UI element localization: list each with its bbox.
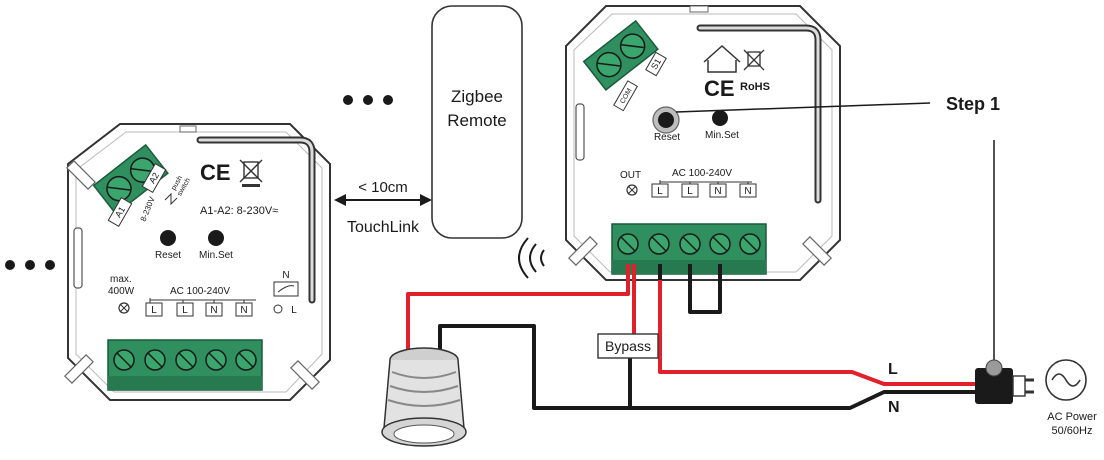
- line-l-label: L: [888, 361, 898, 378]
- wireless-signal-icon: [518, 237, 545, 279]
- left-terminal-a1-label: A1: [113, 205, 127, 220]
- left-reset-button[interactable]: [160, 230, 176, 246]
- downlight-lamp-icon: [381, 347, 467, 447]
- right-dimmer-module: S1 COM CE RoHS Reset Min.Set OUT A: [565, 5, 841, 281]
- line-n-label: N: [888, 399, 900, 416]
- left-top-terminal-block: [92, 143, 169, 215]
- touchlink-label: TouchLink: [347, 219, 420, 236]
- left-terminal-2: L: [182, 305, 188, 316]
- right-bottom-terminal-block: [611, 223, 767, 275]
- right-output-lamp-icon: [626, 184, 638, 196]
- left-terminal-3: N: [210, 305, 217, 316]
- touchlink-arrow: [334, 194, 432, 206]
- rohs-label: RoHS: [740, 81, 770, 93]
- remote-line2: Remote: [447, 111, 507, 130]
- right-minset-label: Min.Set: [705, 130, 739, 141]
- right-out-label: OUT: [620, 170, 641, 181]
- left-ce-mark: CE: [200, 160, 231, 185]
- right-terminal-1: L: [657, 186, 663, 197]
- remote-line1: Zigbee: [451, 87, 503, 106]
- right-ac-terminal-labels: L L N N: [651, 183, 757, 198]
- right-weee-bin-icon: [743, 49, 765, 71]
- ellipsis-top: [343, 95, 393, 105]
- ellipsis-left: [5, 260, 55, 270]
- left-dimmer-module: A1 A2 8-230V push switch CE A1-A2: 8-230…: [64, 123, 331, 401]
- left-bottom-terminal-block: [107, 339, 263, 391]
- right-reset-button[interactable]: [658, 112, 674, 128]
- left-l-label: L: [291, 305, 297, 316]
- zigbee-remote[interactable]: Zigbee Remote: [431, 5, 523, 239]
- left-n-label: N: [282, 270, 289, 281]
- right-terminal-4: N: [744, 186, 751, 197]
- right-minset-button[interactable]: [712, 110, 728, 126]
- bypass-module: Bypass: [597, 333, 659, 359]
- left-terminal-4: N: [240, 305, 247, 316]
- left-terminal-a2-label: A2: [147, 171, 161, 186]
- distance-label: < 10cm: [358, 179, 408, 196]
- right-terminal-2: L: [687, 186, 693, 197]
- left-reset-label: Reset: [155, 250, 181, 261]
- step-label: Step 1: [946, 94, 1000, 114]
- left-weee-bin-icon: [239, 159, 263, 187]
- left-max-line2: 400W: [108, 286, 135, 297]
- wiring: [406, 264, 975, 410]
- right-terminal-s1-label: S1: [649, 57, 663, 72]
- step-pointer-line: [675, 102, 931, 113]
- left-minset-label: Min.Set: [199, 250, 233, 261]
- indoor-use-icon: [703, 44, 741, 73]
- right-top-terminal-block: [582, 19, 659, 91]
- left-output-lamp-icon: [118, 302, 130, 314]
- left-ac-terminal-labels: L L N N: [145, 302, 253, 317]
- right-ce-mark: CE: [704, 76, 735, 101]
- right-terminal-3: N: [714, 186, 721, 197]
- left-a1a2-rating: A1-A2: 8-230V≈: [200, 205, 278, 217]
- ac-power-line1: AC Power: [1047, 411, 1097, 423]
- power-plug-icon: [975, 359, 1034, 404]
- ac-power-line2: 50/60Hz: [1052, 425, 1093, 437]
- left-minset-button[interactable]: [208, 230, 224, 246]
- right-reset-label: Reset: [654, 132, 680, 143]
- bypass-label: Bypass: [605, 338, 651, 354]
- left-ac-label: AC 100-240V: [170, 286, 230, 297]
- right-ac-label: AC 100-240V: [672, 168, 732, 179]
- left-terminal-1: L: [151, 305, 157, 316]
- left-max-line1: max.: [110, 274, 132, 285]
- ac-source-icon: [1045, 359, 1087, 401]
